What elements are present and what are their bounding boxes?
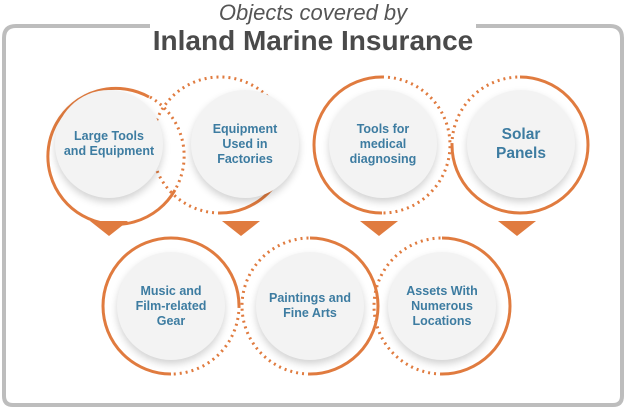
ring-6-dotted-arc <box>240 236 311 376</box>
down-arrow-icon <box>222 221 260 236</box>
ring-7 <box>372 236 512 376</box>
down-arrow-icon <box>360 221 398 236</box>
down-arrow-icon <box>498 221 536 236</box>
ring-7-solid-arc <box>441 236 512 376</box>
item-disc-paintings: Paintings and Fine Arts <box>256 252 364 360</box>
ring-6-solid-arc <box>309 236 380 376</box>
item-disc-medical-tools: Tools for medical diagnosing <box>329 90 437 198</box>
item-label: Solar Panels <box>496 126 546 162</box>
ring-5-dotted-arc <box>170 305 241 376</box>
item-disc-large-tools: Large Tools and Equipment <box>55 90 163 198</box>
ring-5 <box>101 236 241 376</box>
title-heading: Inland Marine Insurance <box>152 25 474 56</box>
item-label: Paintings and Fine Arts <box>269 291 351 320</box>
frame-outline <box>2 24 624 407</box>
ring-1-dotted-arc <box>149 95 186 191</box>
item-label: Tools for medical diagnosing <box>349 121 417 166</box>
ring-6 <box>240 236 380 376</box>
item-label: Assets With Numerous Locations <box>406 283 478 328</box>
ring-3 <box>312 75 452 215</box>
ring-5-solid-arc <box>101 236 241 376</box>
ring-7-dotted-arc <box>372 236 443 376</box>
ring-3-dotted-arc <box>381 75 452 215</box>
ring-3-solid-arc <box>312 75 383 215</box>
ring-1-solid-arc <box>46 86 177 226</box>
item-label: Large Tools and Equipment <box>63 129 155 158</box>
ring-4 <box>450 75 590 215</box>
item-label: Equipment Used in Factories <box>212 121 278 166</box>
down-arrow-icon <box>90 221 128 236</box>
item-label: Music and Film-related Gear <box>135 283 207 328</box>
item-disc-solar-panels: Solar Panels <box>467 90 575 198</box>
ring-1 <box>46 86 186 226</box>
title-subheading: Objects covered by <box>218 0 408 25</box>
item-disc-music-film-gear: Music and Film-related Gear <box>117 252 225 360</box>
item-disc-multi-location-assets: Assets With Numerous Locations <box>388 252 496 360</box>
item-disc-factory-equipment: Equipment Used in Factories <box>191 90 299 198</box>
ring-4-solid-arc <box>450 75 590 215</box>
ring-4-dotted-arc <box>450 75 521 146</box>
